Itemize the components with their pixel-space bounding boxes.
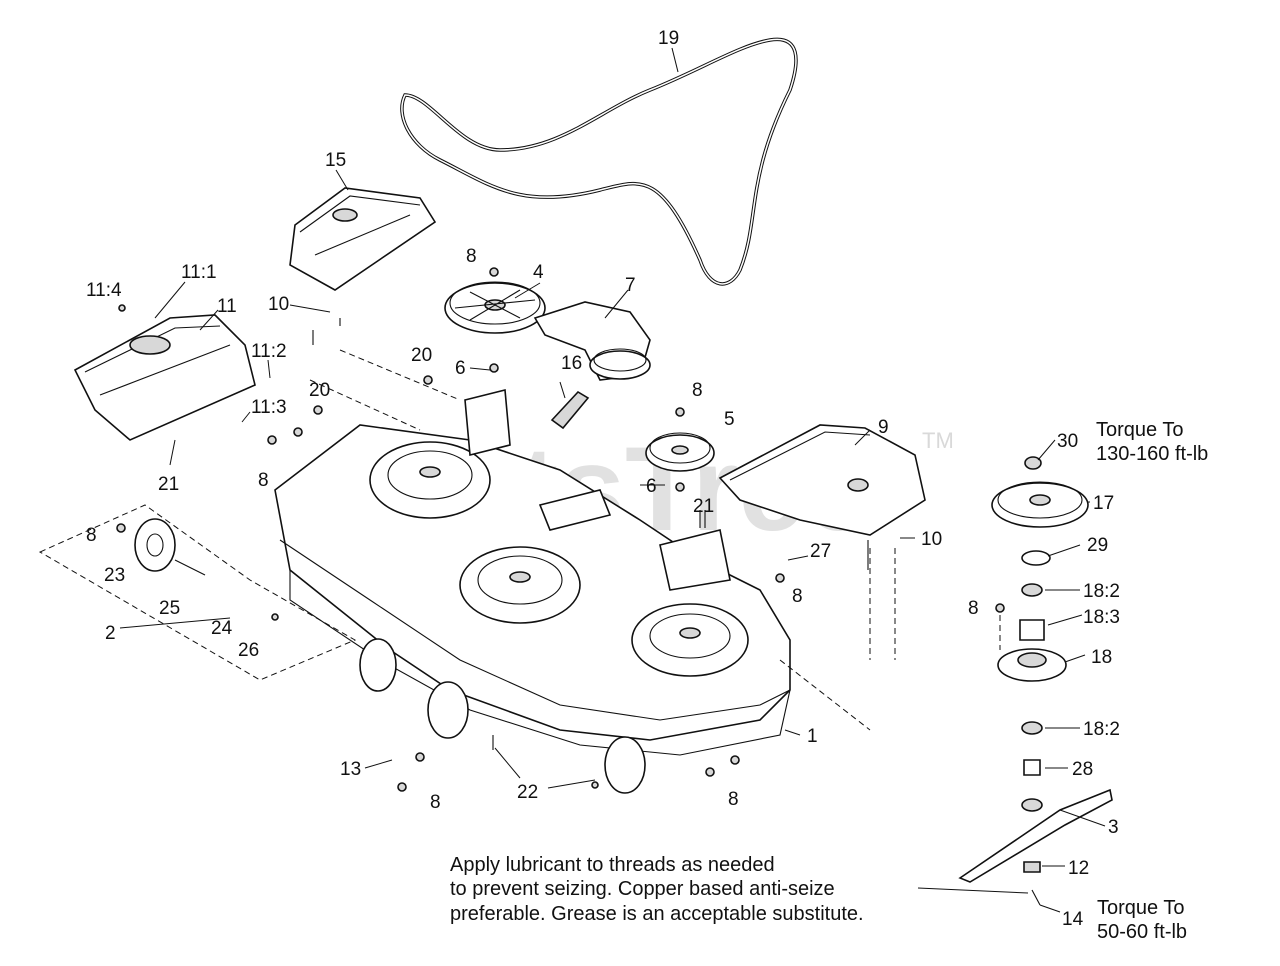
callout: 12 <box>1068 858 1089 879</box>
callout: 17 <box>1093 493 1114 514</box>
torque-note-bottom: Torque To 50-60 ft-lb <box>1097 897 1187 943</box>
callout: 8 <box>968 598 979 619</box>
callout: 29 <box>1087 535 1108 556</box>
callout: 11:4 <box>86 280 122 301</box>
callout: 4 <box>533 262 544 283</box>
callout: 13 <box>340 759 361 780</box>
callout: 21 <box>693 496 714 517</box>
lubricant-note: Apply lubricant to threads as needed to … <box>450 854 864 925</box>
callout: 3 <box>1108 817 1119 838</box>
callout: 30 <box>1057 431 1078 452</box>
callout: 18 <box>1091 647 1112 668</box>
belt-cover-11 <box>73 314 256 441</box>
spindle-assembly <box>958 456 1113 906</box>
bracket-16 <box>550 390 590 430</box>
belt-cover-9 <box>718 424 926 536</box>
callout: 10 <box>268 294 289 315</box>
gauge-wheels <box>134 518 646 794</box>
callout: 22 <box>517 782 538 803</box>
callout: 18:3 <box>1083 607 1120 628</box>
callout: 18:2 <box>1083 719 1120 740</box>
hardware <box>116 267 1005 792</box>
torque-note-top: Torque To 130-160 ft-lb <box>1096 419 1208 465</box>
callout: 8 <box>86 525 97 546</box>
note-line: to prevent seizing. Copper based anti-se… <box>450 878 835 900</box>
callout: 14 <box>1062 909 1084 930</box>
callout: 24 <box>211 618 233 639</box>
callout: 25 <box>159 598 180 619</box>
callout: 11 <box>217 296 237 317</box>
alignment-lines <box>309 349 1001 731</box>
callout: 5 <box>724 409 735 430</box>
leader-lines <box>119 47 1106 913</box>
callout: 20 <box>309 380 330 401</box>
callout: 26 <box>238 640 259 661</box>
callout: 8 <box>466 246 477 267</box>
callout: 10 <box>921 529 942 550</box>
torque-bottom-line2: 50-60 ft-lb <box>1097 921 1187 943</box>
callout: 8 <box>792 586 803 607</box>
callout: 8 <box>430 792 441 813</box>
callout: 11:1 <box>181 262 217 283</box>
callout: 16 <box>561 353 582 374</box>
callout: 23 <box>104 565 125 586</box>
idler-arm-7 <box>533 301 651 381</box>
callout: 1 <box>807 726 818 747</box>
mower-deck-1 <box>274 388 791 756</box>
callout: 28 <box>1072 759 1093 780</box>
callout: 8 <box>728 789 739 810</box>
callout: 8 <box>692 380 703 401</box>
callout: 27 <box>810 541 831 562</box>
torque-bottom-line1: Torque To <box>1097 897 1184 919</box>
note-line: Apply lubricant to threads as needed <box>450 854 775 876</box>
callouts: 19 15 8 4 7 11:4 11:1 11 10 11:2 20 20 6… <box>86 28 1120 930</box>
idler-pulley-4 <box>444 281 546 334</box>
callout: 8 <box>258 470 269 491</box>
callout: 2 <box>105 623 116 644</box>
drive-belt <box>400 37 798 286</box>
note-line: preferable. Grease is an acceptable subs… <box>450 903 864 925</box>
torque-top-line1: Torque To <box>1096 419 1183 441</box>
callout: 7 <box>625 275 636 296</box>
callout: 19 <box>658 28 679 49</box>
callout: 6 <box>646 476 657 497</box>
wheel-assembly-frame <box>38 504 357 681</box>
callout: 18:2 <box>1083 581 1120 602</box>
callout: 11:2 <box>251 341 287 362</box>
callout: 15 <box>325 150 346 171</box>
callout: 11:3 <box>251 397 287 418</box>
callout: 9 <box>878 417 889 438</box>
idler-pulley-5 <box>645 432 715 472</box>
callout: 21 <box>158 474 179 495</box>
belt-cover-15 <box>289 187 437 291</box>
torque-top-line2: 130-160 ft-lb <box>1096 443 1208 465</box>
callout: 6 <box>455 358 466 379</box>
watermark-tm: TM <box>922 428 954 453</box>
callout: 20 <box>411 345 432 366</box>
